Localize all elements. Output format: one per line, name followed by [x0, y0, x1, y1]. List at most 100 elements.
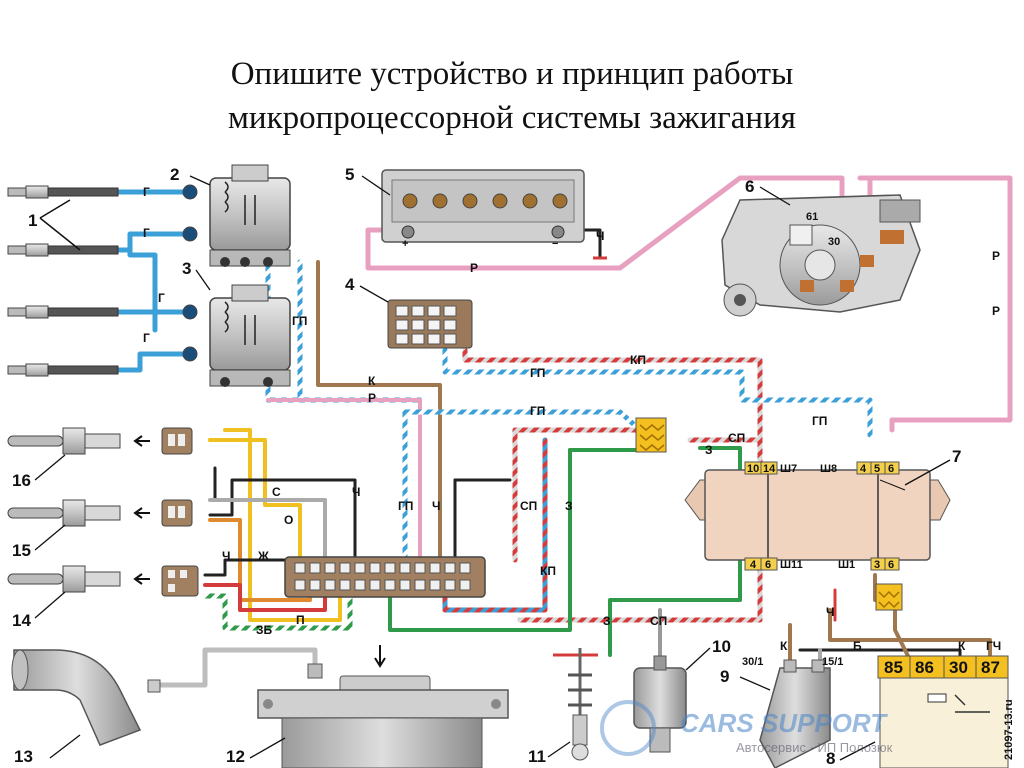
relay-pin-87: 87	[981, 658, 1000, 677]
wire-label-sp: СП	[650, 614, 667, 628]
label-16: 16	[12, 471, 31, 490]
wire-label-z: З	[603, 614, 611, 628]
side-code: 21097-13.ru	[1003, 699, 1015, 760]
wire-label-sp: СП	[520, 499, 537, 513]
label-8: 8	[826, 749, 835, 768]
intake-pipe-13	[11, 649, 161, 746]
wire-label-gp: ГП	[530, 404, 545, 418]
connector-sh11: Ш11	[780, 559, 803, 571]
leader-lines	[34, 175, 951, 761]
label-15: 15	[12, 541, 31, 560]
ecu-harness-connector	[284, 556, 486, 598]
label-14: 14	[12, 611, 31, 630]
wire-label-s: С	[272, 485, 281, 499]
label-13: 13	[14, 747, 33, 766]
idle-regulator-11	[553, 648, 598, 761]
ecu-7: 10 14 4 5 6 4 6 3 6 Ш7 Ш8 Ш11 Ш1	[684, 461, 951, 571]
wire-labels: Г Г Г Г ГП К Р Р Р Р Ч КП ГП ГП ГП СП З …	[143, 185, 1001, 668]
wire-label-gp: ГП	[530, 366, 545, 380]
wire-label-r: Р	[992, 304, 1000, 318]
spark-plug	[7, 185, 119, 199]
pin-30: 30	[828, 236, 840, 248]
wire-label-b: Б	[853, 639, 862, 653]
pin-6-bottom: 6	[765, 559, 771, 571]
wire-label-r: Р	[470, 261, 478, 275]
ecu-pin-blocks	[744, 461, 900, 571]
label-6: 6	[745, 177, 754, 196]
label-7: 7	[952, 447, 961, 466]
wire-label-z: З	[705, 443, 713, 457]
pin-3-bottom: 3	[874, 559, 880, 571]
wire-label-g: Г	[143, 331, 150, 345]
connector-sh1: Ш1	[838, 559, 855, 571]
label-9: 9	[720, 667, 729, 686]
pin-4-top: 4	[860, 463, 867, 475]
fuse-block	[635, 417, 667, 453]
pin-6-top: 6	[888, 463, 894, 475]
label-11: 11	[528, 747, 546, 766]
pin-10: 10	[747, 463, 759, 475]
battery-5: + −	[381, 169, 607, 260]
wire-label-g: Г	[158, 291, 165, 305]
connector-sh8: Ш8	[820, 463, 837, 475]
wire-label-ch: Ч	[222, 549, 230, 563]
ignition-wiring-diagram: + − 61 30 10 14 4 5 6 4 6	[7, 164, 1015, 768]
wire-label-k: К	[368, 374, 376, 388]
wire-label-kp: КП	[540, 564, 556, 578]
pin-6-bottom-b: 6	[888, 559, 894, 571]
spark-plug	[7, 305, 119, 319]
label-1: 1	[28, 211, 37, 230]
air-filter-12	[257, 645, 509, 768]
watermark-text: CARS SUPPORT	[680, 708, 888, 738]
slide-title: Опишите устройство и принцип работы микр…	[0, 52, 1024, 140]
wire-label-g: Г	[143, 226, 150, 240]
pin-61: 61	[806, 211, 818, 223]
ignition-switch-9	[759, 659, 831, 768]
wire-label-ch: Ч	[596, 229, 604, 243]
relay-8: 85 86 30 87	[877, 655, 1009, 768]
wire-label-sp: СП	[728, 431, 745, 445]
valve-10	[633, 655, 687, 753]
watermark-subtext: Автосервис · ИП Полозюк	[736, 740, 893, 755]
switch-pin-30-1: 30/1	[742, 656, 763, 668]
spark-plug	[7, 363, 119, 377]
title-line-2: микропроцессорной системы зажигания	[228, 100, 796, 136]
label-5: 5	[345, 165, 354, 184]
label-10: 10	[712, 637, 731, 656]
wire-label-gp: ГП	[398, 499, 413, 513]
pin-14: 14	[763, 463, 776, 475]
svg-text:+: +	[402, 238, 408, 250]
relay-pin-86: 86	[915, 658, 934, 677]
sensor-14	[7, 565, 199, 597]
spark-plugs	[7, 185, 119, 377]
wire-label-ch: Ч	[352, 485, 360, 499]
wire-label-zb: ЗБ	[256, 623, 273, 637]
wire-label-p: П	[296, 613, 305, 627]
wire-label-gch: ГЧ	[986, 639, 1001, 653]
switch-pin-15-1: 15/1	[822, 656, 843, 668]
wire-label-zh: Ж	[257, 549, 269, 563]
relay-pin-85: 85	[884, 658, 903, 677]
wire-label-z: З	[565, 499, 573, 513]
relay-pin-30: 30	[949, 658, 968, 677]
label-3: 3	[182, 259, 191, 278]
ignition-coil-3	[182, 284, 291, 387]
label-4: 4	[345, 275, 355, 294]
wire-label-r: Р	[992, 249, 1000, 263]
wire-label-k: К	[958, 639, 966, 653]
wire-label-gp: ГП	[292, 314, 307, 328]
wire-label-ch: Ч	[826, 605, 834, 619]
wire-label-o: О	[284, 513, 293, 527]
spark-plug	[7, 243, 119, 257]
label-12: 12	[226, 747, 245, 766]
wire-label-r: Р	[368, 391, 376, 405]
svg-text:−: −	[552, 238, 558, 250]
fuse-block-small	[875, 583, 903, 611]
wire-label-gp: ГП	[812, 414, 827, 428]
pin-4-bottom: 4	[750, 559, 757, 571]
wire-label-g: Г	[143, 185, 150, 199]
ignition-coil-2	[182, 164, 291, 267]
sensor-15	[7, 499, 193, 527]
wire-label-ch: Ч	[432, 499, 440, 513]
component-numbers: 1 2 3 4 5 6 7 8 9 10 11 12 13 14 15 16	[12, 165, 961, 768]
